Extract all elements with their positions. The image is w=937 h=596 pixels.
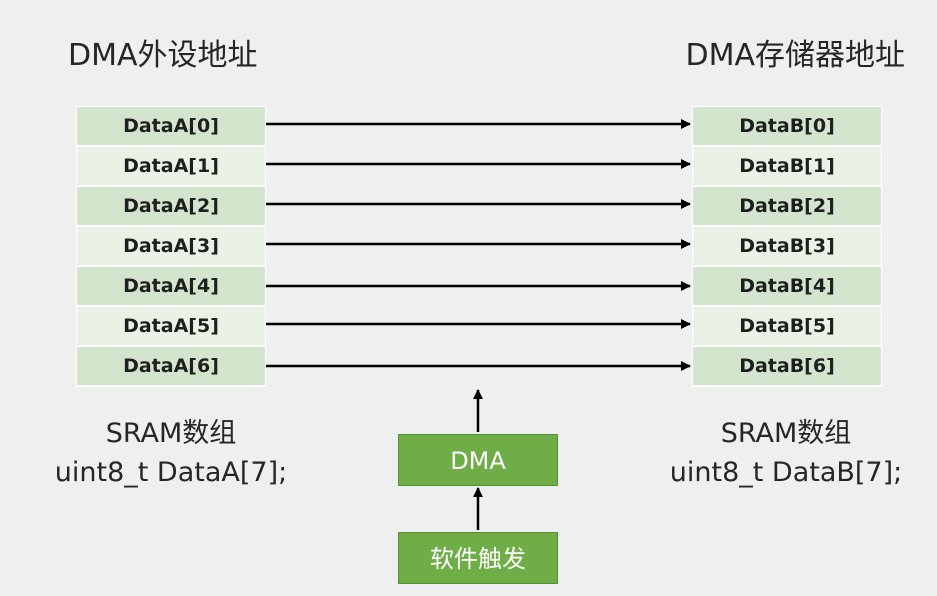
cell-dataa-4: DataA[4]: [77, 267, 265, 307]
cell-dataa-6: DataA[6]: [77, 347, 265, 387]
cell-dataa-0: DataA[0]: [77, 107, 265, 147]
cell-datab-3: DataB[3]: [693, 227, 881, 267]
cell-dataa-3: DataA[3]: [77, 227, 265, 267]
right-title: DMA存储器地址: [685, 38, 905, 73]
left-caption-type: SRAM数组: [105, 418, 237, 449]
cell-datab-4: DataB[4]: [693, 267, 881, 307]
right-caption-type: SRAM数组: [720, 418, 852, 449]
cell-datab-2: DataB[2]: [693, 187, 881, 227]
cell-datab-5: DataB[5]: [693, 307, 881, 347]
cell-dataa-1: DataA[1]: [77, 147, 265, 187]
right-caption-decl: uint8_t DataB[7];: [669, 457, 903, 488]
left-caption-decl: uint8_t DataA[7];: [54, 457, 288, 488]
peripheral-array: DataA[0] DataA[1] DataA[2] DataA[3] Data…: [76, 106, 266, 387]
memory-array: DataB[0] DataB[1] DataB[2] DataB[3] Data…: [692, 106, 882, 387]
cell-dataa-5: DataA[5]: [77, 307, 265, 347]
software-trigger-box: 软件触发: [398, 532, 558, 584]
cell-datab-0: DataB[0]: [693, 107, 881, 147]
dma-box: DMA: [398, 434, 558, 486]
cell-datab-6: DataB[6]: [693, 347, 881, 387]
cell-dataa-2: DataA[2]: [77, 187, 265, 227]
left-caption: SRAM数组 uint8_t DataA[7];: [40, 414, 302, 492]
cell-datab-1: DataB[1]: [693, 147, 881, 187]
right-caption: SRAM数组 uint8_t DataB[7];: [655, 414, 917, 492]
left-title: DMA外设地址: [68, 38, 258, 73]
